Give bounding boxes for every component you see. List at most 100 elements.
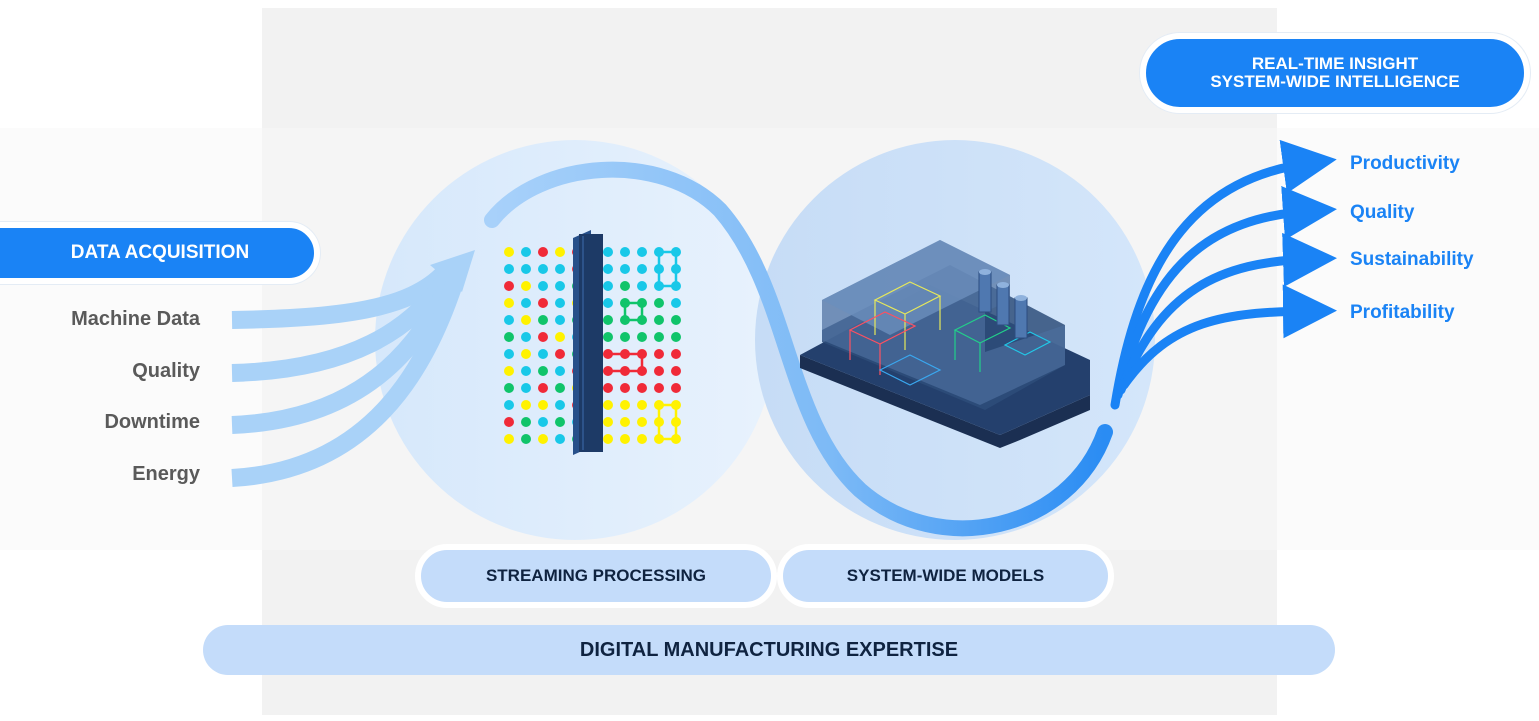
data-dot — [637, 400, 647, 410]
data-dot — [538, 417, 548, 427]
data-dot — [620, 264, 630, 274]
data-dot — [620, 247, 630, 257]
data-dot — [504, 349, 514, 359]
data-dot — [504, 264, 514, 274]
data-dot — [504, 417, 514, 427]
data-dot — [620, 383, 630, 393]
data-dot — [504, 400, 514, 410]
data-dot — [620, 400, 630, 410]
streaming-processing-pill: STREAMING PROCESSING — [415, 544, 777, 608]
input-label-quality: Quality — [132, 360, 200, 382]
data-dot — [521, 315, 531, 325]
data-dot — [521, 434, 531, 444]
data-dot — [555, 417, 565, 427]
digital-manufacturing-label: DIGITAL MANUFACTURING EXPERTISE — [579, 638, 959, 661]
data-dot — [654, 349, 664, 359]
data-dot — [504, 434, 514, 444]
data-acquisition-pill: DATA ACQUISITION — [0, 222, 320, 284]
data-dot — [555, 298, 565, 308]
data-acquisition-label: DATA ACQUISITION — [70, 242, 250, 263]
data-dot — [504, 298, 514, 308]
data-dot — [521, 349, 531, 359]
input-label-energy: Energy — [132, 463, 200, 485]
data-dot — [538, 332, 548, 342]
data-dot — [603, 247, 613, 257]
data-dot — [654, 383, 664, 393]
data-dot — [654, 298, 664, 308]
data-link-line — [657, 250, 678, 288]
outcome-productivity: Productivity — [1350, 153, 1460, 174]
data-dot — [538, 383, 548, 393]
data-dot — [671, 366, 681, 376]
data-dot — [603, 315, 613, 325]
data-dot — [637, 247, 647, 257]
s-curve-flow — [484, 161, 1113, 537]
data-dot — [521, 332, 531, 342]
data-dot — [521, 417, 531, 427]
outcome-quality: Quality — [1350, 202, 1415, 223]
data-dot — [671, 298, 681, 308]
data-dot — [603, 383, 613, 393]
input-streams — [231, 265, 463, 487]
digital-manufacturing-bar: DIGITAL MANUFACTURING EXPERTISE — [203, 625, 1335, 675]
insight-line-2: SYSTEM-WIDE INTELLIGENCE — [1210, 72, 1460, 91]
data-dot — [637, 332, 647, 342]
energy-stream — [231, 281, 463, 487]
data-link-line — [608, 352, 644, 373]
data-dot — [521, 281, 531, 291]
data-dot — [671, 332, 681, 342]
insight-line-1: REAL-TIME INSIGHT — [1251, 54, 1419, 73]
data-dot — [654, 366, 664, 376]
profitability-arrow — [1119, 284, 1337, 390]
quality-arrow — [1113, 185, 1337, 400]
data-dot — [538, 264, 548, 274]
data-dot — [538, 400, 548, 410]
system-wide-models-pill: SYSTEM-WIDE MODELS — [777, 544, 1114, 608]
data-dot — [538, 298, 548, 308]
data-dot — [555, 400, 565, 410]
data-dot — [521, 383, 531, 393]
data-dot — [504, 332, 514, 342]
data-dot — [603, 434, 613, 444]
data-dot — [555, 434, 565, 444]
data-dot — [620, 281, 630, 291]
data-dot — [521, 366, 531, 376]
data-dot — [603, 298, 613, 308]
data-dot — [671, 315, 681, 325]
data-dot — [555, 264, 565, 274]
data-dot — [555, 383, 565, 393]
input-arrowhead — [430, 250, 475, 292]
data-dot — [555, 366, 565, 376]
data-dot — [555, 349, 565, 359]
system-wide-models-label: SYSTEM-WIDE MODELS — [846, 566, 1045, 585]
data-dot — [538, 281, 548, 291]
data-link-line — [657, 403, 678, 441]
data-dot — [504, 366, 514, 376]
data-dot — [637, 383, 647, 393]
data-dot — [555, 281, 565, 291]
filter-plate — [573, 230, 603, 455]
insight-pill: REAL-TIME INSIGHT SYSTEM-WIDE INTELLIGEN… — [1140, 33, 1530, 113]
productivity-arrow — [1110, 139, 1337, 410]
data-dot — [637, 281, 647, 291]
data-dot — [671, 349, 681, 359]
data-dot — [620, 434, 630, 444]
data-dot — [620, 417, 630, 427]
data-dot — [637, 264, 647, 274]
outcome-sustainability: Sustainability — [1350, 249, 1474, 270]
data-dot — [555, 332, 565, 342]
input-label-machine-data: Machine Data — [71, 308, 200, 330]
data-link-line — [623, 301, 644, 322]
data-dot — [521, 298, 531, 308]
data-dot — [521, 264, 531, 274]
data-dot — [538, 434, 548, 444]
data-dot — [555, 247, 565, 257]
data-dot — [504, 383, 514, 393]
outcome-profitability: Profitability — [1350, 302, 1455, 323]
data-dot — [603, 332, 613, 342]
data-dot — [555, 315, 565, 325]
data-dot — [603, 264, 613, 274]
machine-data-stream — [231, 265, 452, 329]
